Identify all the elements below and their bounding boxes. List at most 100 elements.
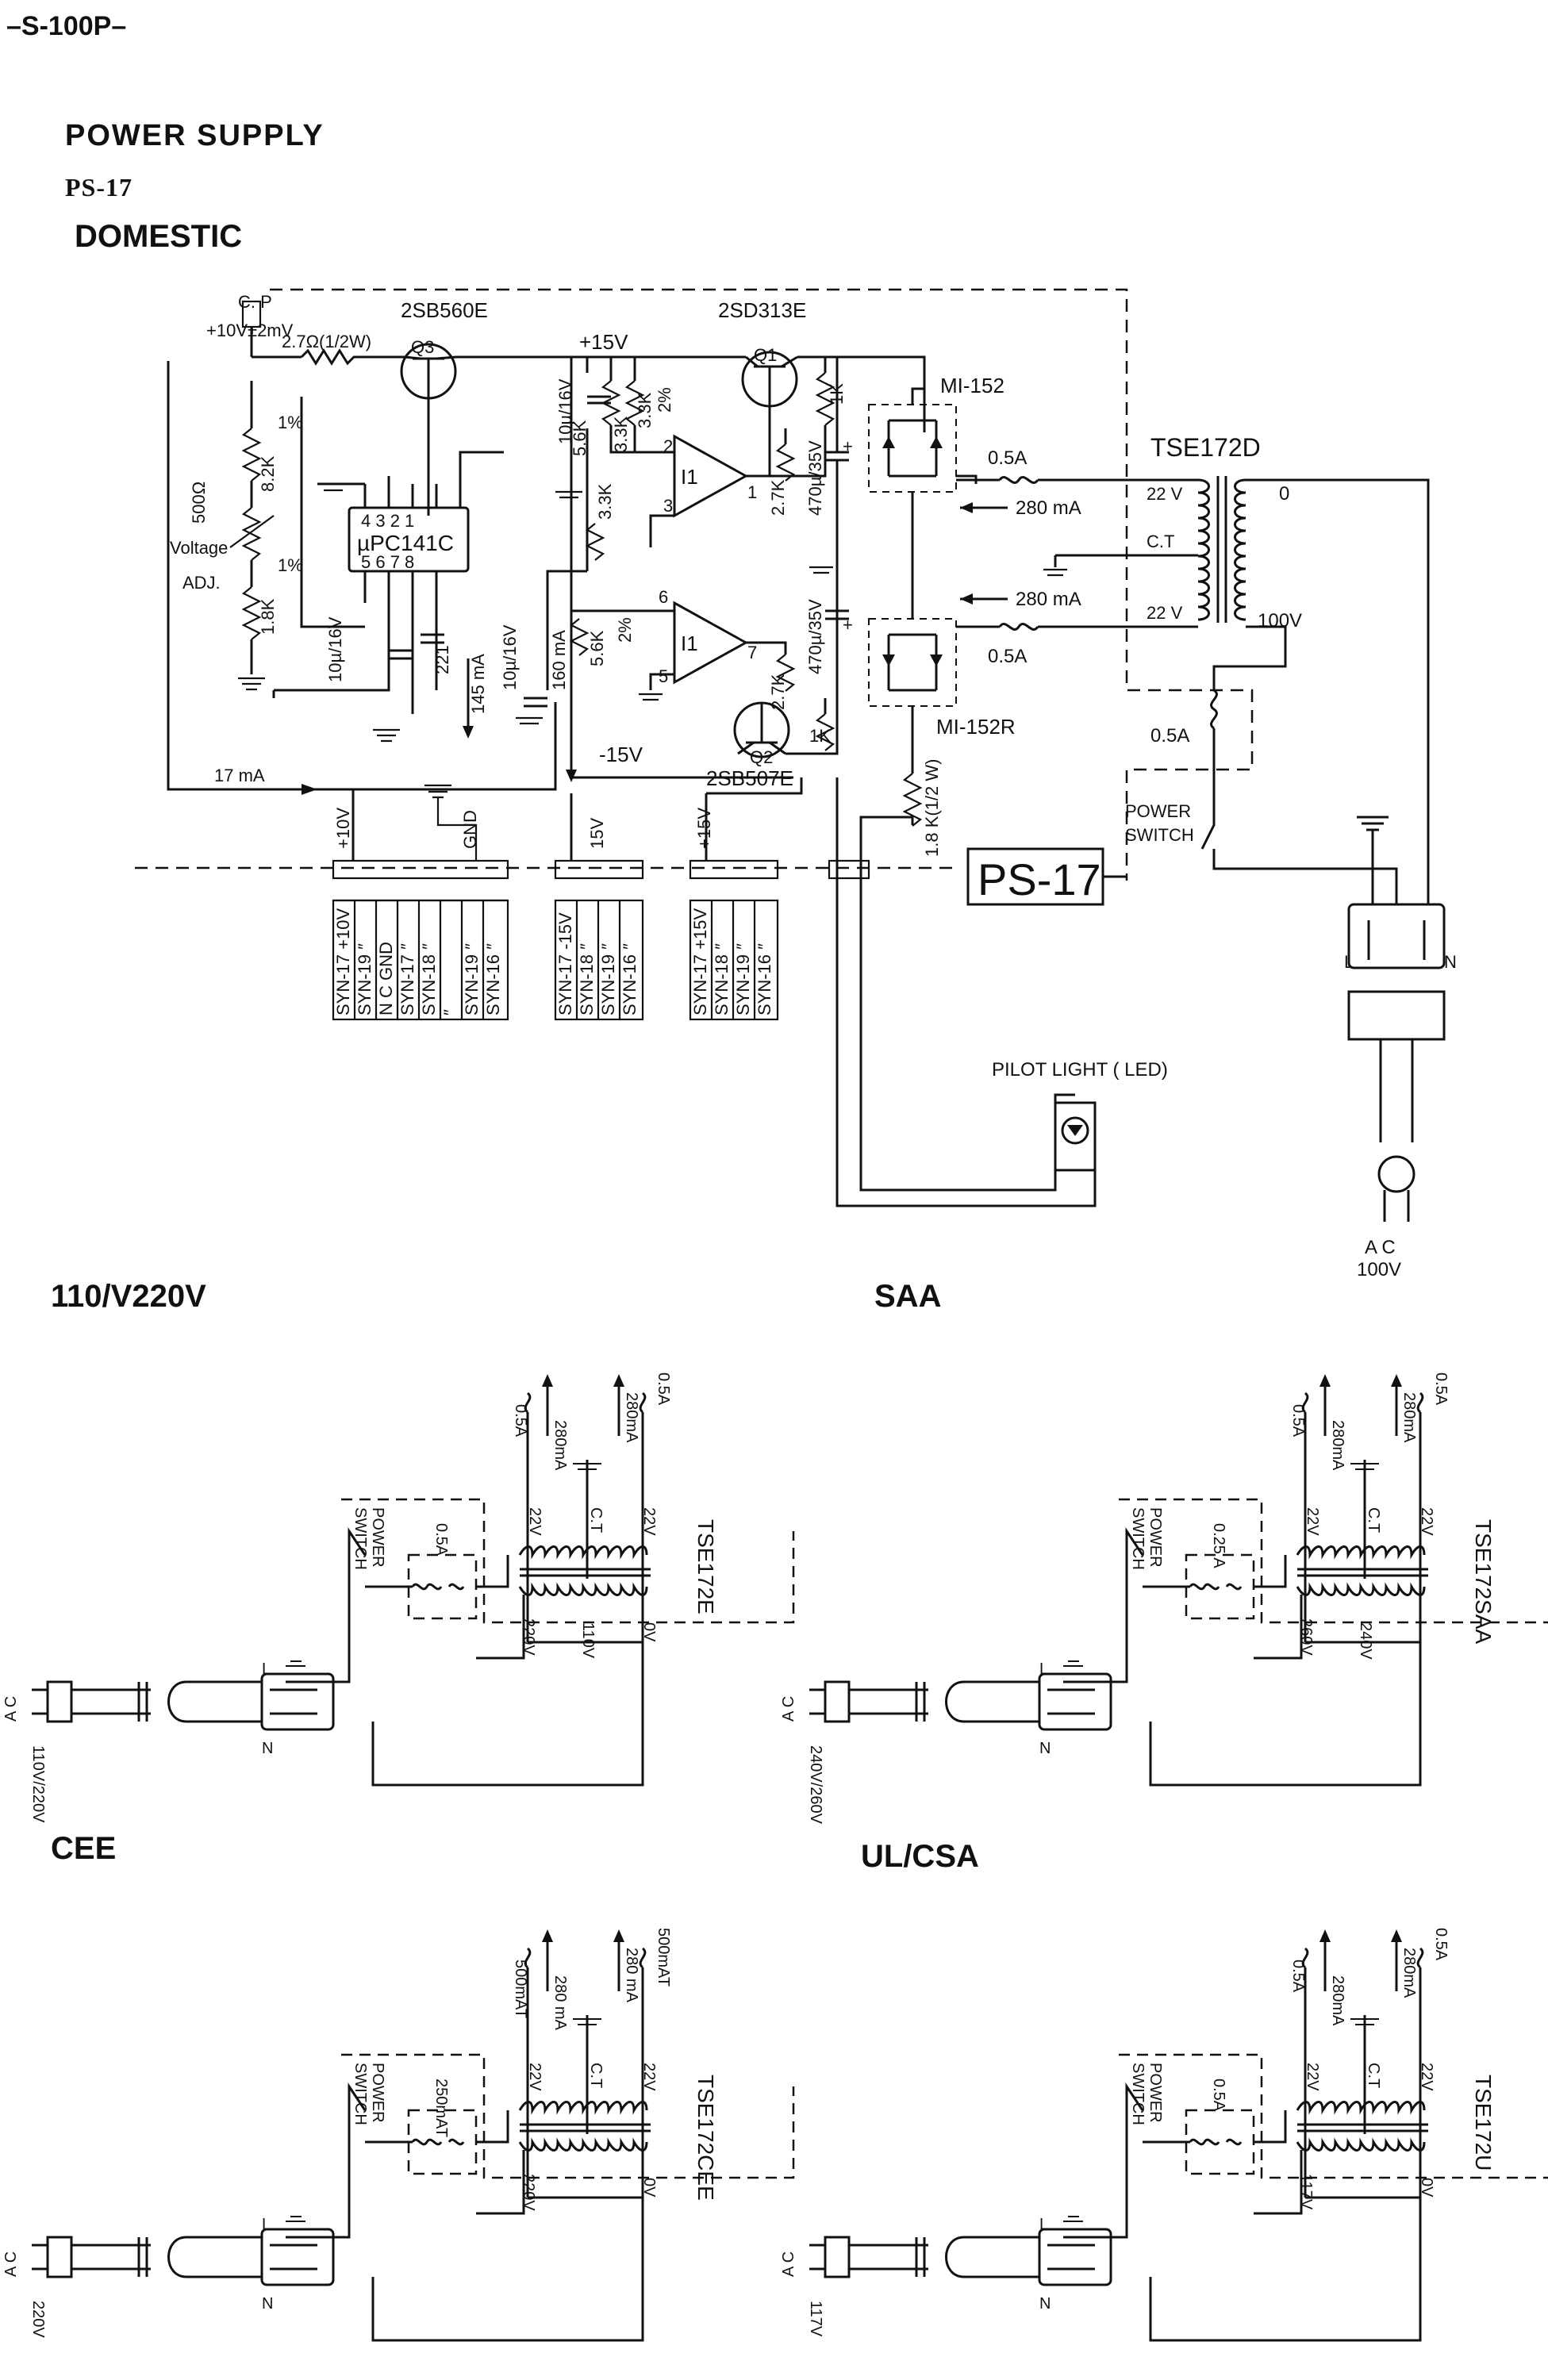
primary-coil	[1296, 1582, 1426, 1596]
plug-l: L	[1039, 2216, 1048, 2233]
mid-fuse: 250mAT	[432, 2079, 450, 2137]
q1-label: Q1	[754, 345, 777, 365]
conn-15v: 15V	[587, 818, 607, 849]
tap-a: 220V	[520, 1618, 537, 1656]
connector-table-c: SYN-17 +15V SYN-18 ″ SYN-19 ″ SYN-16 ″	[690, 908, 774, 1015]
ac-plug-domestic: L N A C 100V	[1344, 903, 1457, 1280]
fuse-top-right: 0.5A	[1432, 1372, 1450, 1406]
v22-left: 22V	[526, 2063, 544, 2091]
bridge-mi152r: MI-152R	[868, 618, 1016, 739]
section-title-ulcsa: UL/CSA	[861, 1839, 979, 1874]
connector-table-b: SYN-17 -15V SYN-18 ″ SYN-19 ″ SYN-16 ″	[555, 912, 640, 1015]
table-b-2: SYN-19 ″	[598, 943, 618, 1015]
table-a-7: SYN-16 ″	[483, 943, 503, 1015]
ac-label: A C	[2, 1696, 20, 1722]
cp-voltage-label: +10V±2mV	[206, 321, 294, 340]
pilot-led: PILOT LIGHT ( LED)	[992, 1059, 1168, 1172]
opamp-bottom-pin5: 5	[659, 666, 668, 686]
switch-label-2: SWITCH	[1129, 2063, 1147, 2125]
q2-label: Q2	[750, 747, 773, 767]
table-a-6: SYN-19 ″	[462, 943, 482, 1015]
voltage-adj-label: Voltage	[170, 538, 228, 558]
r-series-label: 2.7Ω(1/2W)	[282, 332, 371, 351]
i-280-top: 280 mA	[1016, 497, 1081, 519]
transformer-label: TSE172D	[1150, 433, 1261, 462]
ps17-box-label: PS-17	[978, 854, 1101, 904]
opamp-top-pin2: 2	[663, 436, 673, 456]
tap-b: 110V	[579, 1622, 597, 1659]
table-b-0: SYN-17 -15V	[555, 912, 575, 1015]
v22-left: 22V	[1304, 1507, 1321, 1536]
table-c-0: SYN-17 +15V	[690, 908, 710, 1015]
primary-coil	[518, 1582, 648, 1596]
pilot-label: PILOT LIGHT ( LED)	[992, 1059, 1168, 1081]
i-280-bot: 280 mA	[1016, 589, 1081, 610]
table-b-1: SYN-18 ″	[577, 943, 597, 1015]
model-number: PS-17	[65, 173, 133, 202]
connector-c: +15V	[689, 808, 779, 1021]
opamp-bottom: I1 6 5 7	[659, 587, 757, 686]
ct-label: C.T	[1365, 1507, 1382, 1533]
r-1k8-label: 1.8K	[258, 598, 278, 635]
connector-a: +10V GND	[332, 784, 509, 1021]
mid-fuse: 0.25 A	[1210, 1523, 1227, 1568]
switch-label-2: SWITCH	[351, 2063, 369, 2125]
dashed-boundary	[1119, 2053, 1548, 2179]
conn-plus15: +15V	[694, 808, 714, 849]
v22-right: 22V	[1418, 2063, 1435, 2091]
board-boundary	[135, 288, 1254, 881]
voltage-adj-label-2: ADJ.	[182, 573, 221, 593]
table-a-2: N C GND	[376, 942, 396, 1015]
power-switch-label-2: SWITCH	[1125, 825, 1194, 845]
tap-c: 0V	[640, 2178, 658, 2198]
plug-l: L	[1039, 1660, 1048, 1678]
q3-label: Q3	[411, 337, 434, 357]
ac-plug	[260, 1672, 335, 1731]
current-right: 280 mA	[623, 1948, 640, 2003]
mid-fuse: 0.5A	[1210, 2079, 1227, 2112]
connector-b: 15V	[554, 818, 644, 1021]
opamp-top: I1 2 3 1	[663, 434, 757, 518]
tap-c: 0V	[640, 1622, 658, 1642]
ct-label: C.T	[1147, 532, 1174, 551]
c-10u-label: 10µ/16V	[325, 616, 345, 682]
current-left: 280mA	[1329, 1975, 1346, 2026]
current-right: 280mA	[623, 1392, 640, 1443]
current-left: 280 mA	[551, 1975, 569, 2031]
power-switch-label-1: POWER	[1125, 801, 1191, 821]
ac-volt-label: 220V	[29, 2301, 47, 2338]
plug-n: N	[262, 2295, 273, 2313]
v22-bot: 22 V	[1147, 603, 1183, 623]
tap-a: 117V	[1297, 2174, 1315, 2210]
ac-label: A C	[780, 2251, 797, 2277]
r-1k8-half-label: 1.8 K(1/2 W)	[922, 759, 942, 857]
primary-coil	[1296, 2137, 1426, 2152]
c-470u-label-2: 470µ/35V	[805, 599, 825, 674]
page-id: –S-100P–	[6, 11, 127, 41]
q1-type-label: 2SD313E	[718, 298, 806, 322]
i-17-label: 17 mA	[214, 766, 265, 785]
opamp-bottom-pin7: 7	[747, 643, 757, 662]
tap-b: 240V	[1357, 1622, 1374, 1660]
dashed-boundary	[341, 2053, 795, 2179]
ac-plug	[1038, 2228, 1112, 2286]
secondary-coil	[518, 2101, 648, 2115]
pct-label: 1%	[278, 413, 303, 432]
mi152r-label: MI-152R	[936, 715, 1016, 739]
plus15-label: +15V	[579, 330, 628, 354]
switch-label-2: SWITCH	[351, 1507, 369, 1570]
r-8k2-label: 8.2K	[258, 455, 278, 492]
table-a-3: SYN-17 ″	[398, 943, 417, 1015]
fuse-05-top: 0.5A	[988, 447, 1027, 469]
conn-plus10: +10V	[333, 808, 353, 849]
tap-c: 0V	[1418, 2178, 1435, 2198]
opamp-top-pin3: 3	[663, 496, 673, 516]
switch-label-1: POWER	[369, 1507, 386, 1568]
current-right: 280mA	[1400, 1948, 1418, 1998]
ic-pins-top: 4 3 2 1	[361, 511, 414, 531]
table-b-3: SYN-16 ″	[620, 943, 640, 1015]
q2-type-label: 2SB507E	[706, 766, 793, 790]
ac-volt-label: 240V/260V	[807, 1745, 824, 1825]
